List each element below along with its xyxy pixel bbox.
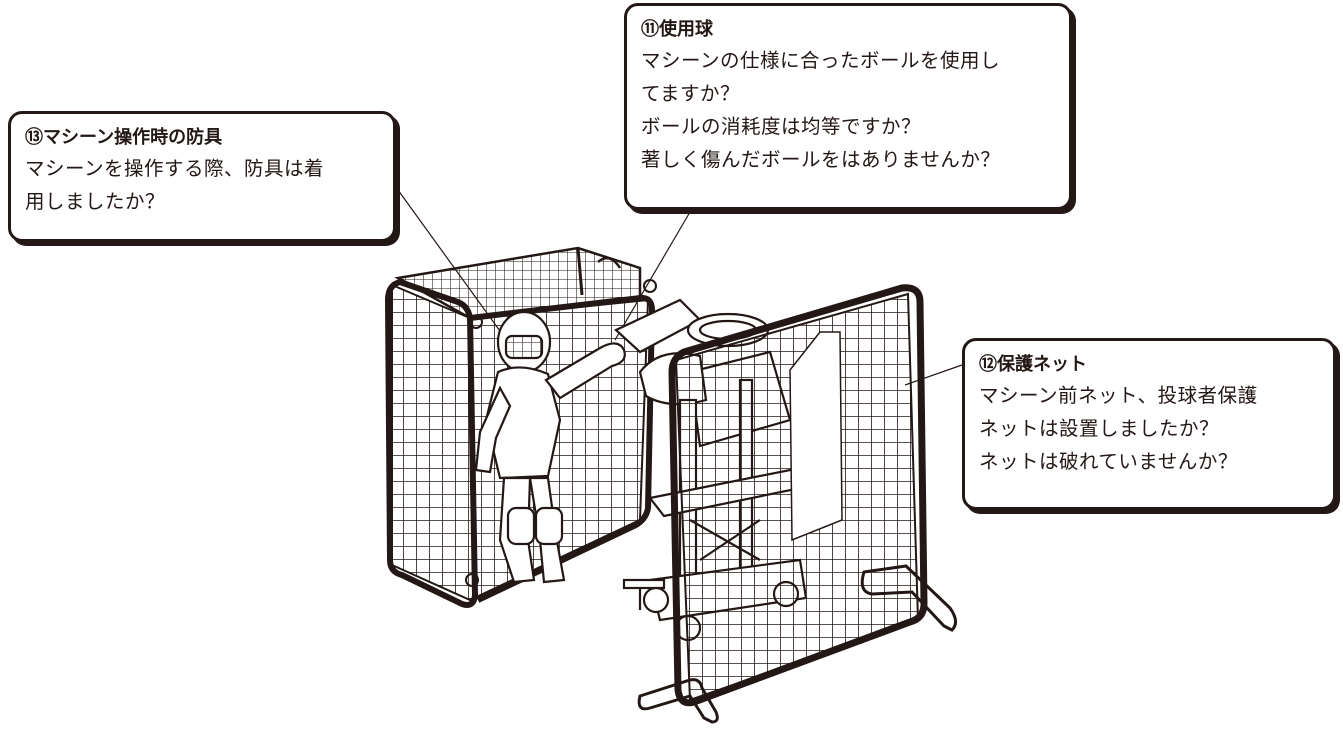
- callout-ball-title: ⑪使用球: [641, 19, 713, 40]
- callout-protective-gear: ⑬マシーン操作時の防具 マシーンを操作する際、防具は着 用しましたか？: [8, 111, 396, 242]
- callout-ball: ⑪使用球 マシーンの仕様に合ったボールを使用し てますか？ ボールの消耗度は均等…: [624, 3, 1072, 210]
- callout-protective-net-line-3: ネットは破れていませんか？: [979, 450, 1238, 473]
- callout-ball-line-3: ボールの消耗度は均等ですか？: [641, 115, 922, 138]
- leader-line-net: [904, 364, 963, 386]
- callout-ball-line-1: マシーンの仕様に合ったボールを使用し: [641, 49, 1001, 72]
- callout-protective-gear-line-1: マシーンを操作する際、防具は着: [25, 157, 325, 180]
- callout-protective-net-line-1: マシーン前ネット、投球者保護: [979, 384, 1258, 407]
- callout-protective-gear-title: ⑬マシーン操作時の防具: [25, 127, 223, 148]
- front-net: [637, 284, 957, 724]
- callout-protective-net-title: ⑫保護ネット: [979, 354, 1087, 375]
- callout-protective-net: ⑫保護ネット マシーン前ネット、投球者保護 ネットは設置しましたか？ ネットは破…: [962, 338, 1336, 510]
- callout-ball-line-2: てますか？: [641, 82, 741, 105]
- callout-protective-gear-line-2: 用しましたか？: [25, 190, 166, 213]
- callout-ball-line-4: 著しく傷んだボールをはありませんか？: [641, 148, 1001, 171]
- callout-protective-net-line-2: ネットは設置しましたか？: [979, 417, 1220, 440]
- operator-figure: [474, 310, 626, 584]
